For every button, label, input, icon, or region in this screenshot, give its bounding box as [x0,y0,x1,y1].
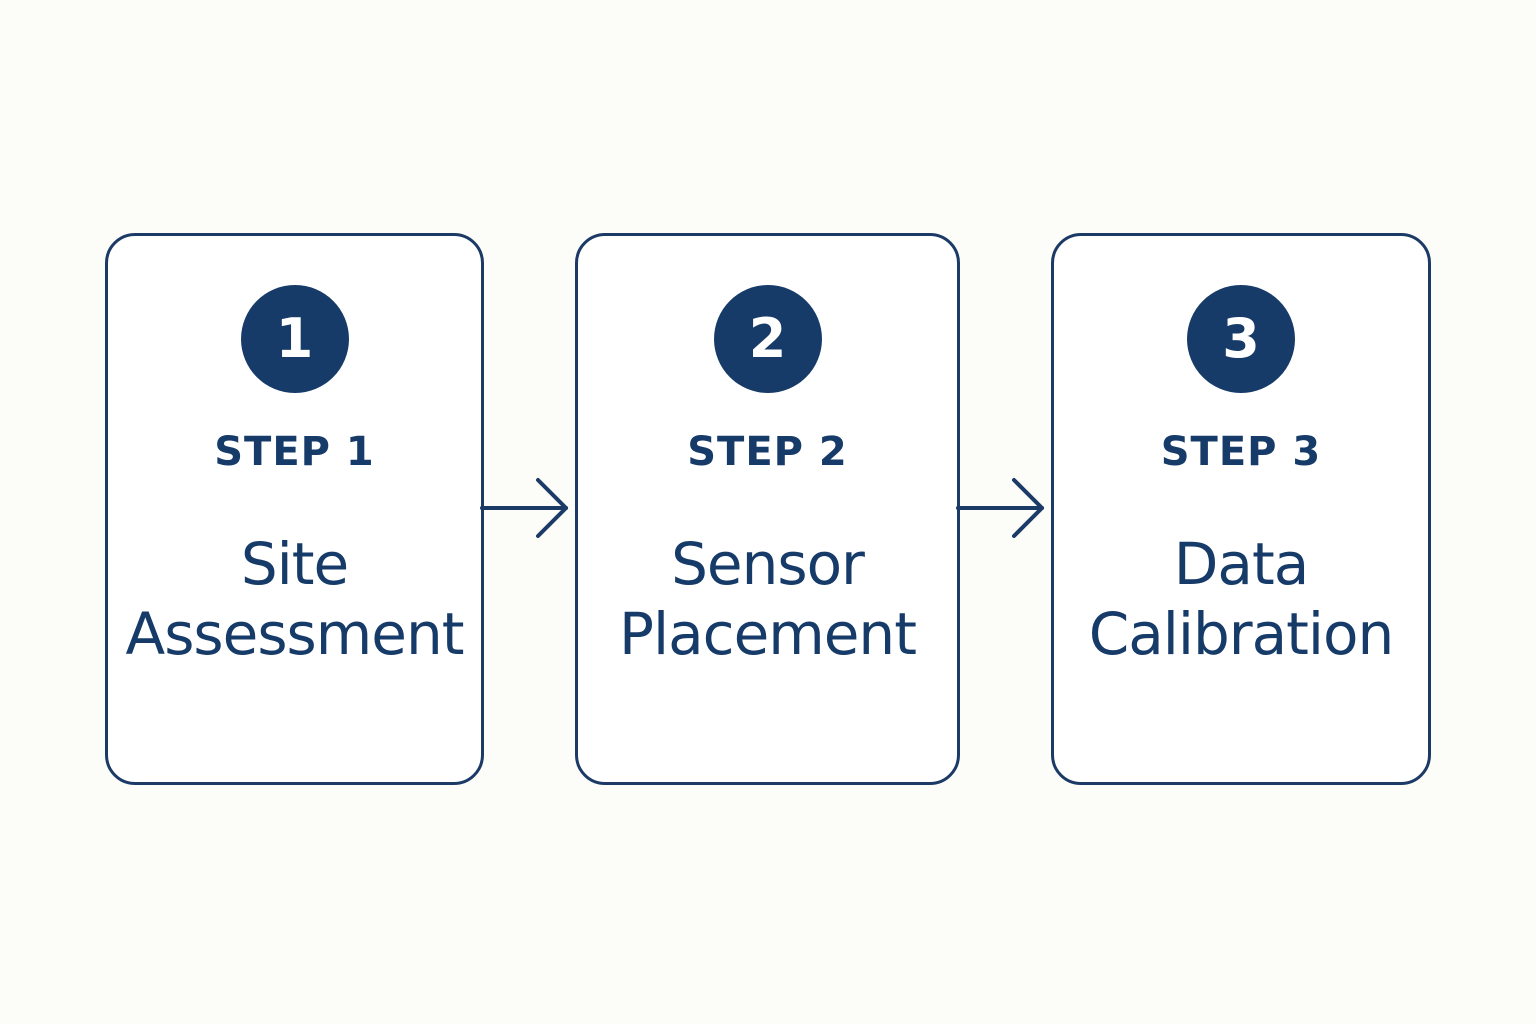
step-title-line: Assessment [125,600,465,668]
arrow-right-icon [480,478,568,538]
step-title: Sensor Placement [558,529,977,669]
step-title-line: Site [240,530,349,598]
step-label: STEP 3 [1160,429,1322,475]
step-card-3: 3 STEP 3 Data Calibration [1051,233,1431,785]
arrow-right-icon [956,478,1044,538]
step-title: Site Assessment [88,529,501,669]
step-card-2: 2 STEP 2 Sensor Placement [575,233,960,785]
step-title-line: Sensor [671,530,865,598]
step-number-badge: 1 [240,285,349,393]
step-label: STEP 1 [214,429,375,475]
step-title: Data Calibration [1034,529,1448,669]
step-title-line: Placement [619,600,917,668]
step-title-line: Data [1173,530,1310,598]
step-number-badge: 2 [713,285,822,393]
step-label: STEP 2 [687,429,848,475]
step-number-badge: 3 [1187,285,1295,393]
step-card-1: 1 STEP 1 Site Assessment [105,233,484,785]
step-title-line: Calibration [1088,600,1395,668]
